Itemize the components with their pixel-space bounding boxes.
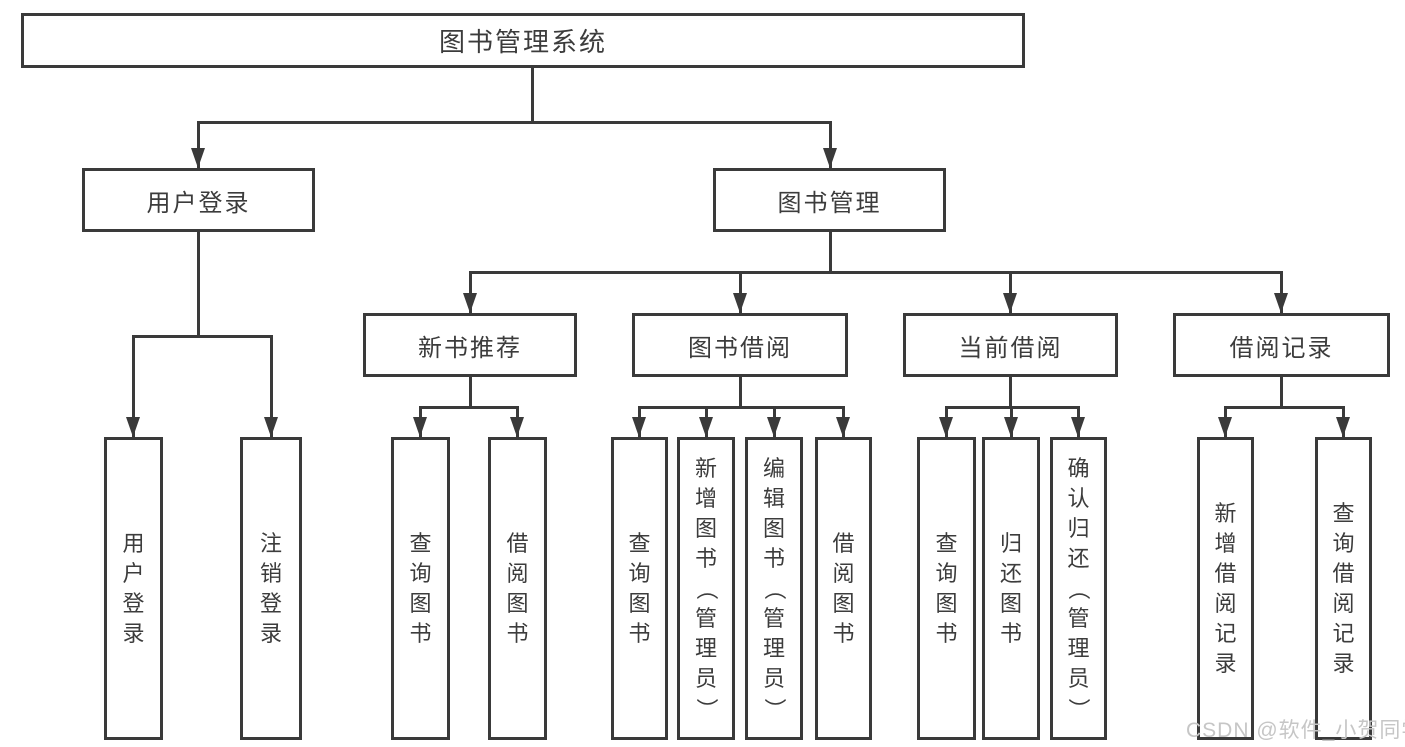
- node-label: 新增借阅记录: [1214, 500, 1237, 676]
- connector-bb-trunk: [738, 377, 742, 409]
- connector-root-trunk: [530, 68, 534, 124]
- connector-nbr-bus: [418, 405, 519, 409]
- arrow-down-icon: [1336, 417, 1350, 437]
- arrow-down-icon: [1004, 417, 1018, 437]
- leaf-cb-confirm-return-admin: 确认归还（管理员）: [1050, 437, 1107, 740]
- node-label: 编辑图书（管理员）: [761, 455, 787, 720]
- node-label: 借阅图书: [832, 530, 855, 646]
- leaf-bb-borrow-books: 借阅图书: [815, 437, 872, 740]
- node-label: 查询图书: [409, 530, 432, 646]
- leaf-bb-edit-books-admin: 编辑图书（管理员）: [745, 437, 803, 740]
- connector-user-login-bus: [131, 334, 273, 338]
- node-label: 图书管理系统: [438, 27, 607, 57]
- arrow-down-icon: [767, 417, 781, 437]
- node-label: 图书借阅: [688, 334, 792, 362]
- arrow-down-icon: [510, 417, 524, 437]
- connector-br-trunk: [1279, 377, 1283, 409]
- node-label: 用户登录: [146, 189, 251, 217]
- node-label: 查询图书: [935, 530, 958, 646]
- connector-user-login-trunk: [196, 232, 200, 338]
- arrow-down-icon: [1071, 417, 1085, 437]
- connector-shaft-book-mgmt: [828, 120, 832, 169]
- arrow-down-icon: [264, 417, 278, 437]
- connector-book-mgmt-trunk: [828, 232, 832, 274]
- node-borrow-records: 借阅记录: [1173, 313, 1390, 377]
- node-label: 查询图书: [628, 530, 651, 646]
- node-label: 用户登录: [122, 530, 145, 646]
- connector-shaft-lvl3: [738, 270, 742, 315]
- connector-cb-trunk: [1008, 377, 1012, 409]
- connector-shaft-lvl3: [1279, 270, 1283, 315]
- node-label: 归还图书: [999, 530, 1022, 646]
- leaf-br-query-record: 查询借阅记录: [1315, 437, 1372, 740]
- node-label: 确认归还（管理员）: [1066, 455, 1092, 720]
- leaf-nbr-borrow-books: 借阅图书: [488, 437, 547, 740]
- node-book-management: 图书管理: [713, 168, 946, 232]
- leaf-logout: 注销登录: [240, 437, 302, 740]
- node-label: 查询借阅记录: [1332, 500, 1355, 676]
- connector-shaft-leaf: [269, 334, 273, 438]
- arrow-down-icon: [699, 417, 713, 437]
- node-root-system: 图书管理系统: [21, 13, 1025, 68]
- leaf-nbr-query-books: 查询图书: [391, 437, 450, 740]
- csdn-watermark: CSDN @软件_小贺同学: [1186, 719, 1405, 742]
- arrow-down-icon: [836, 417, 850, 437]
- node-book-borrowing: 图书借阅: [632, 313, 848, 377]
- arrow-down-icon: [823, 148, 837, 168]
- arrow-down-icon: [126, 417, 140, 437]
- leaf-user-login: 用户登录: [104, 437, 163, 740]
- arrow-down-icon: [413, 417, 427, 437]
- node-user-login: 用户登录: [82, 168, 315, 232]
- node-label: 注销登录: [259, 530, 282, 646]
- leaf-cb-return-books: 归还图书: [982, 437, 1040, 740]
- arrow-down-icon: [191, 148, 205, 168]
- leaf-cb-query-books: 查询图书: [917, 437, 976, 740]
- connector-shaft-user-login: [196, 120, 200, 169]
- connector-level2-bus: [196, 120, 832, 124]
- node-label: 借阅图书: [506, 530, 529, 646]
- connector-level3-bus: [468, 270, 1283, 274]
- arrow-down-icon: [1274, 293, 1288, 313]
- node-label: 新增图书（管理员）: [693, 455, 719, 720]
- leaf-bb-query-books: 查询图书: [611, 437, 668, 740]
- arrow-down-icon: [1218, 417, 1232, 437]
- node-label: 借阅记录: [1229, 334, 1334, 362]
- leaf-bb-add-books-admin: 新增图书（管理员）: [677, 437, 735, 740]
- arrow-down-icon: [463, 293, 477, 313]
- connector-shaft-lvl3: [468, 270, 472, 315]
- arrow-down-icon: [632, 417, 646, 437]
- connector-nbr-trunk: [468, 377, 472, 409]
- leaf-br-add-record: 新增借阅记录: [1197, 437, 1254, 740]
- arrow-down-icon: [939, 417, 953, 437]
- arrow-down-icon: [733, 293, 747, 313]
- connector-br-bus: [1223, 405, 1345, 409]
- node-label: 新书推荐: [418, 334, 522, 362]
- node-label: 当前借阅: [958, 334, 1063, 362]
- connector-bb-bus: [637, 405, 845, 409]
- node-current-borrowing: 当前借阅: [903, 313, 1118, 377]
- node-new-book-recommend: 新书推荐: [363, 313, 577, 377]
- connector-shaft-lvl3: [1008, 270, 1012, 315]
- connector-shaft-leaf: [131, 334, 135, 438]
- node-label: 图书管理: [777, 189, 882, 217]
- arrow-down-icon: [1003, 293, 1017, 313]
